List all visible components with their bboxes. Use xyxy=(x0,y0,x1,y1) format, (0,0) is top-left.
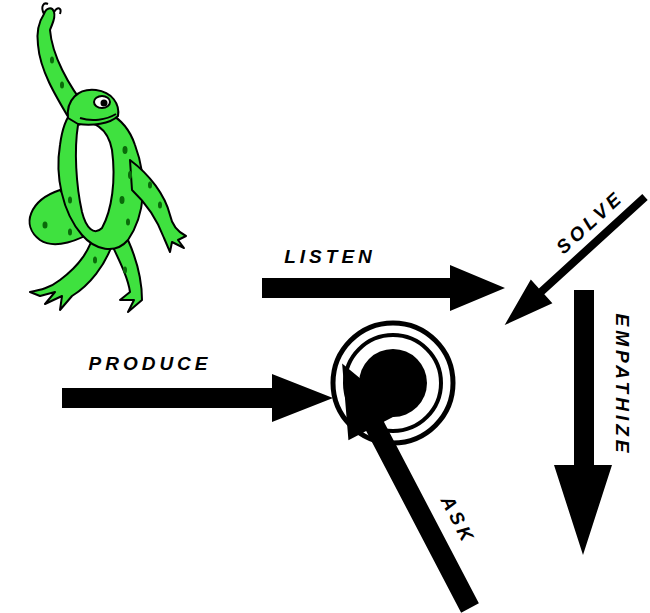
produce-arrow xyxy=(62,374,333,422)
arrow-label: LISTEN xyxy=(284,247,376,266)
listen-arrow xyxy=(262,265,505,311)
frog-illustration xyxy=(30,3,186,312)
empathize-arrow xyxy=(554,290,612,555)
arrow-label: EMPATHIZE xyxy=(613,314,632,457)
arrow-label: PRODUCE xyxy=(88,354,211,373)
ask-arrow xyxy=(316,350,497,613)
